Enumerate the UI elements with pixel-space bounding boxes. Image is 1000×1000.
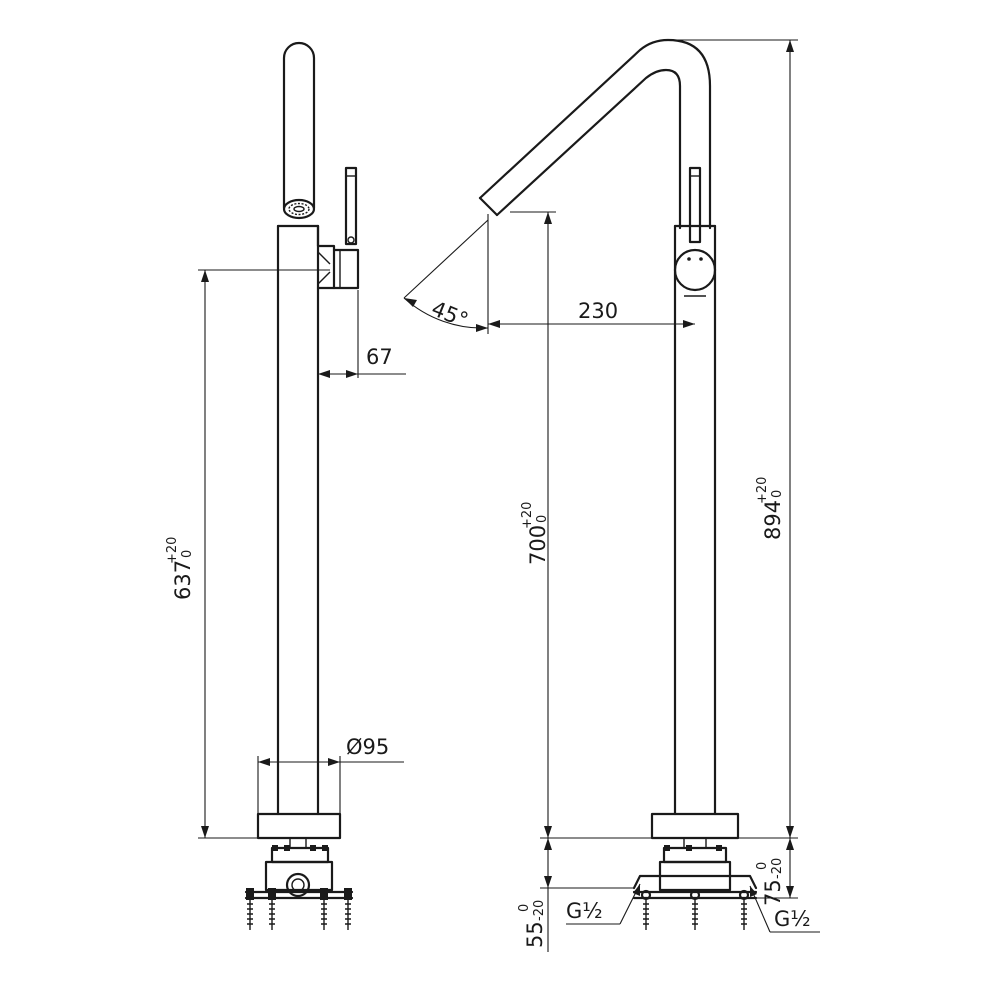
- aerator-icon: [282, 198, 316, 220]
- thread-label-right: G½: [774, 907, 811, 931]
- thread-label-left: G½: [566, 899, 603, 923]
- side-mounting-kit: [244, 838, 354, 900]
- handle-lever: [344, 166, 358, 246]
- dim-handle-offset: 67: [366, 345, 393, 369]
- dim-overall-height: 894: [761, 500, 785, 540]
- mixer-knob-icon: [673, 248, 717, 292]
- front-mounting-kit: [632, 838, 758, 901]
- mixer-block: [316, 224, 336, 290]
- front-view: [478, 38, 758, 930]
- dim-overall-height-tol-upper: +20: [755, 477, 770, 504]
- dim-base-diameter: Ø95: [346, 735, 389, 759]
- front-anchor-bolts: [643, 900, 747, 930]
- side-spout-tube: [282, 41, 316, 210]
- front-handle-lever: [688, 166, 702, 244]
- inlet-icon: [285, 872, 311, 898]
- side-view: [244, 41, 360, 930]
- dim-rough-in-left-tol-lower: -20: [532, 900, 547, 921]
- dim-rough-in-left: 55: [523, 921, 547, 948]
- dim-spout-height: 700: [526, 525, 550, 565]
- dim-rough-in-right-tol-lower: -20: [770, 858, 785, 879]
- handle-cartridge: [332, 248, 360, 290]
- dim-left-height-tol-upper: +20: [165, 537, 180, 564]
- dim-left-height-tol-lower: 0: [180, 550, 195, 558]
- side-dimensions: 67 637 +20 0 Ø95: [165, 269, 406, 839]
- dim-left-height: 637: [171, 560, 195, 600]
- side-anchor-bolts: [247, 900, 351, 930]
- dim-rough-in-right-tol-upper: 0: [755, 862, 770, 870]
- dim-spout-reach: 230: [578, 299, 618, 323]
- dim-rough-in-right: 75: [761, 879, 785, 906]
- dim-spout-height-tol-upper: +20: [520, 502, 535, 529]
- dim-overall-height-tol-lower: 0: [770, 490, 785, 498]
- front-dimensions: 45° 230 700 +20 0 894 +20 0: [403, 39, 820, 952]
- dim-rough-in-left-tol-upper: 0: [517, 904, 532, 912]
- dim-spout-height-tol-lower: 0: [535, 515, 550, 523]
- front-floor-flange: [650, 812, 740, 840]
- side-floor-flange: [256, 812, 342, 840]
